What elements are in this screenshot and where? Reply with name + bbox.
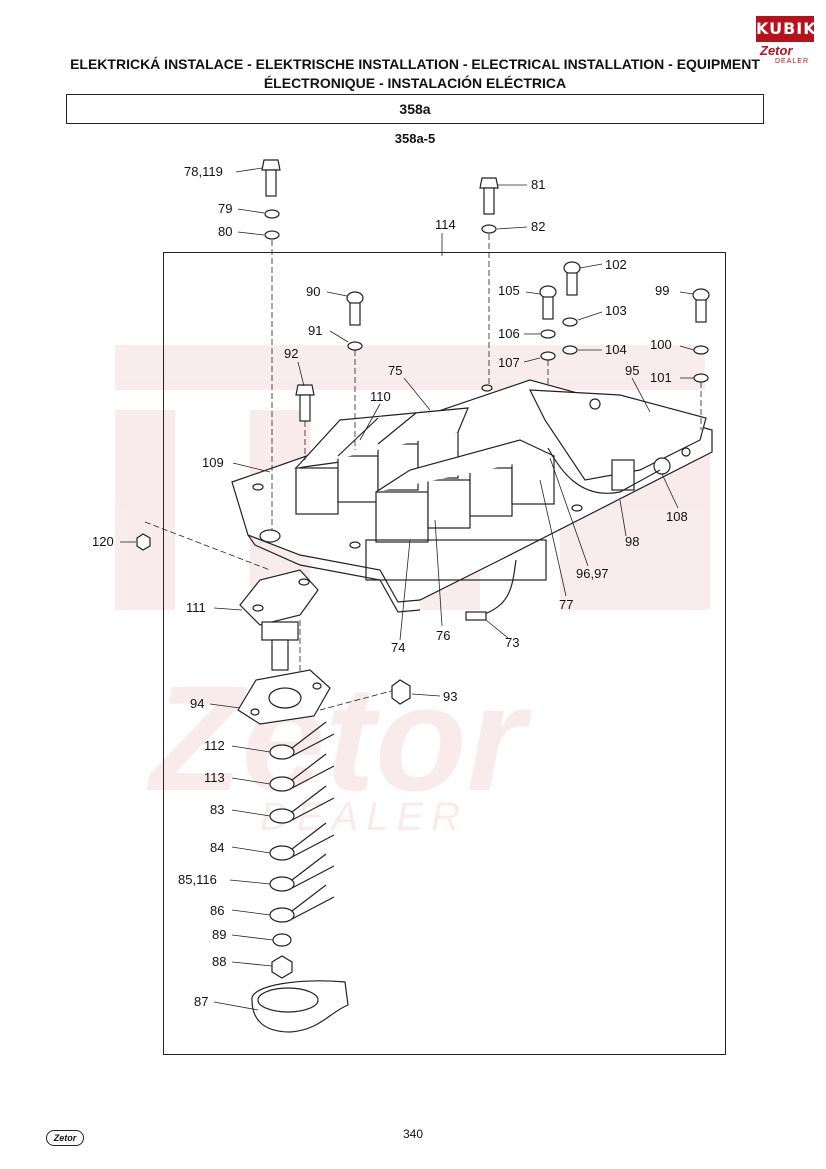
callout-112: 112 (204, 738, 225, 753)
callout-120: 120 (92, 534, 114, 549)
callout-81: 81 (531, 177, 546, 192)
cable (547, 447, 661, 494)
callout-79: 79 (218, 201, 233, 216)
callout-78-119: 78,119 (184, 164, 223, 179)
callout-88: 88 (212, 954, 227, 969)
callout-90: 90 (306, 284, 321, 299)
callout-105: 105 (498, 283, 520, 298)
callout-92: 92 (284, 346, 299, 361)
callout-84: 84 (210, 840, 225, 855)
gasket-94 (237, 669, 331, 725)
callout-98: 98 (625, 534, 640, 549)
callout-104: 104 (605, 342, 627, 357)
callout-85-116: 85,116 (178, 872, 217, 887)
callout-96-97: 96,97 (576, 566, 609, 581)
footer-zetor-logo: Zetor (46, 1130, 84, 1146)
boot-87 (251, 980, 349, 1033)
callout-83: 83 (210, 802, 225, 817)
section-code-box: 358a (66, 94, 764, 124)
zetor-logo: Zetor (760, 43, 793, 58)
page-number: 340 (402, 1127, 424, 1141)
callout-106: 106 (498, 326, 520, 341)
screw-99 (692, 288, 710, 323)
callout-76: 76 (436, 628, 451, 643)
callout-75: 75 (388, 363, 403, 378)
callout-100: 100 (650, 337, 672, 352)
callout-80: 80 (218, 224, 233, 239)
callout-89: 89 (212, 927, 227, 942)
callout-87: 87 (194, 994, 209, 1009)
callout-95: 95 (625, 363, 640, 378)
callout-113: 113 (204, 770, 225, 785)
title-line-2: ÉLECTRONIQUE - INSTALACIÓN ELÉCTRICA (263, 75, 567, 91)
kubik-logo: KUBIK (756, 16, 816, 42)
callout-82: 82 (531, 219, 546, 234)
watermark-zetor: Zetor (146, 654, 533, 822)
dealer-label: DEALER (775, 58, 810, 65)
subsection-code: 358a-5 (394, 131, 436, 146)
callout-94: 94 (190, 696, 205, 711)
callout-109: 109 (202, 455, 224, 470)
diagram-frame (163, 252, 726, 1055)
fuse-box (529, 389, 707, 491)
bolt-81 (479, 177, 499, 215)
title-line-1: ELEKTRICKÁ INSTALACE - ELEKTRISCHE INSTA… (70, 56, 760, 72)
callout-73: 73 (505, 635, 520, 650)
callout-107: 107 (498, 355, 520, 370)
bolt-92 (295, 384, 315, 422)
callout-93: 93 (443, 689, 458, 704)
screw-102 (563, 261, 581, 296)
callout-91: 91 (308, 323, 323, 338)
callout-103: 103 (605, 303, 627, 318)
nut-120 (136, 533, 151, 551)
callout-77: 77 (559, 597, 574, 612)
callout-108: 108 (666, 509, 688, 524)
screw-90 (346, 291, 364, 326)
terminal-111 (239, 569, 319, 671)
callout-74: 74 (391, 640, 406, 655)
screw-105 (539, 285, 557, 320)
nut-93 (391, 679, 411, 705)
bolt-78 (261, 159, 281, 197)
callout-102: 102 (605, 257, 627, 272)
callout-101: 101 (650, 370, 672, 385)
callout-110: 110 (370, 389, 391, 404)
callout-99: 99 (655, 283, 670, 298)
callout-86: 86 (210, 903, 225, 918)
callout-114: 114 (435, 217, 456, 232)
callout-111: 111 (186, 600, 206, 615)
